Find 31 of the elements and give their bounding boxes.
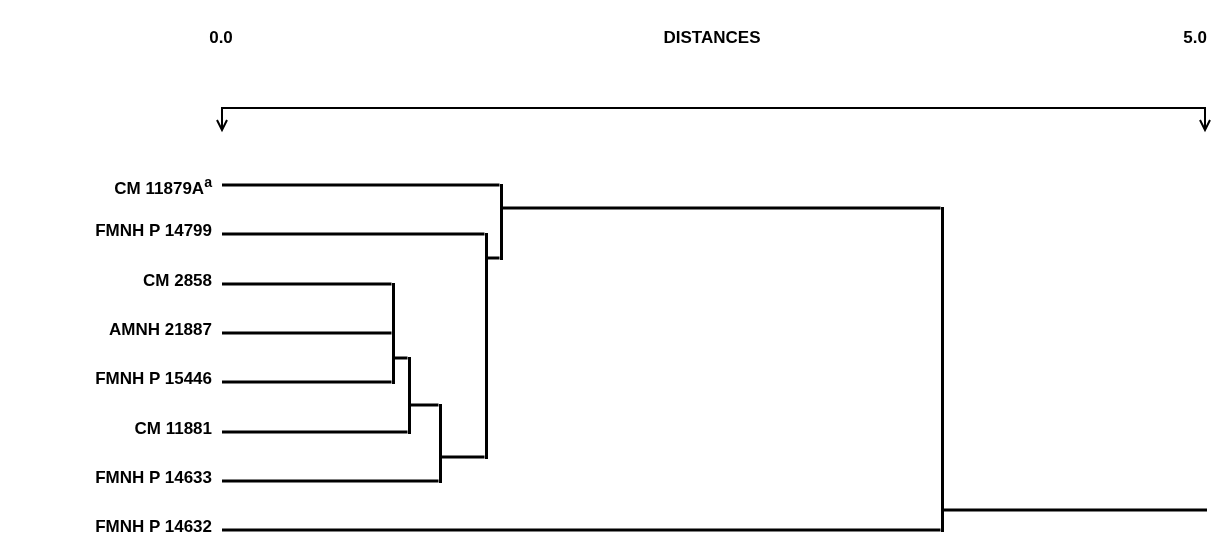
specimen-label: CM 11881 <box>134 419 212 439</box>
dendrogram-branch <box>222 232 485 236</box>
branch-joint-line <box>499 183 503 260</box>
branch-joint-line <box>484 232 488 459</box>
branch-joint-line <box>438 403 442 483</box>
axis-title: DISTANCES <box>663 28 761 48</box>
dendrogram-branch <box>222 183 500 187</box>
branch-joint-line <box>407 356 411 434</box>
branch-joint-line <box>391 282 395 384</box>
specimen-label: CM 11879A$^{a}$ <box>114 172 212 199</box>
specimen-label: AMNH 21887 <box>109 320 212 340</box>
specimen-label: FMNH P 15446 <box>95 369 212 389</box>
dendrogram-branch <box>222 479 439 483</box>
dendrogram-branch <box>222 331 392 335</box>
dendrogram-branch <box>222 430 408 434</box>
dendrogram-branch <box>441 455 485 459</box>
specimen-label: CM 2858 <box>143 271 212 291</box>
dendrogram-branch <box>222 282 392 286</box>
branch-joint-line <box>940 206 944 532</box>
dendrogram-branch <box>222 528 941 532</box>
specimen-label: FMNH P 14633 <box>95 468 212 488</box>
dendrogram-branch <box>943 508 1207 512</box>
dendrogram-branch <box>410 403 439 407</box>
specimen-label: FMNH P 14799 <box>95 221 212 241</box>
dendrogram-branch <box>487 256 500 260</box>
axis-tick-label: 0.0 <box>209 28 233 48</box>
dendrogram-branch <box>222 380 392 384</box>
specimen-label: FMNH P 14632 <box>95 517 212 537</box>
dendrogram-branch <box>502 206 941 210</box>
axis-tick-label: 5.0 <box>1183 28 1207 48</box>
dendrogram-branch <box>394 356 408 360</box>
